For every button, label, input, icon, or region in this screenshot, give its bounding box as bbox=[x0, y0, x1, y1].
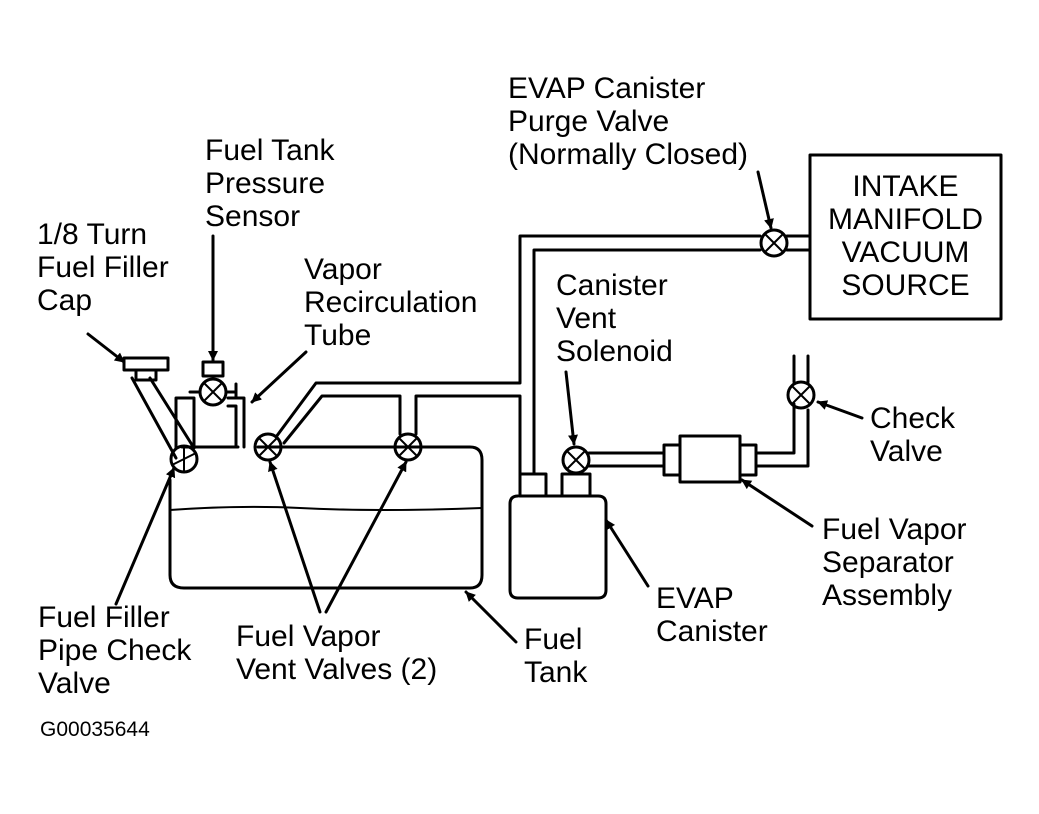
vent-valve-2 bbox=[395, 434, 421, 460]
label-fuel-vapor-separator: Fuel Vapor Separator Assembly bbox=[822, 513, 967, 612]
vapor-recirc-tube bbox=[176, 384, 244, 448]
arrow-vent-valve-1 bbox=[268, 462, 320, 612]
vent-valve-1 bbox=[255, 434, 281, 460]
label-fuel-vapor-vent-valves: Fuel Vapor Vent Valves (2) bbox=[236, 620, 438, 686]
separator-body bbox=[680, 436, 740, 482]
separator-flange-left bbox=[664, 445, 680, 475]
label-canister-vent-solenoid: Canister Vent Solenoid bbox=[556, 269, 673, 368]
vapor-line-inner bbox=[284, 250, 760, 474]
arrow-purge-valve bbox=[758, 172, 774, 228]
purge-valve-x bbox=[765, 234, 783, 252]
label-check-valve: Check Valve bbox=[870, 402, 956, 468]
figure-id: G00035644 bbox=[40, 718, 150, 741]
pressure-sensor-valve-x bbox=[204, 383, 222, 401]
pressure-sensor-body bbox=[203, 362, 223, 376]
label-fuel-tank: Fuel Tank bbox=[524, 623, 588, 689]
canister-vent-solenoid-x bbox=[567, 451, 585, 469]
arrow-evap-canister bbox=[606, 520, 648, 586]
arrow-vent-solenoid bbox=[566, 372, 578, 444]
purge-valve bbox=[761, 230, 787, 256]
vapor-line-outer bbox=[276, 236, 760, 437]
canister-port-right bbox=[562, 474, 590, 496]
label-evap-canister: EVAP Canister bbox=[656, 582, 768, 648]
fuel-level-line bbox=[170, 507, 482, 510]
arrow-vent-valve-2 bbox=[326, 462, 406, 612]
filler-check-valve-mark bbox=[172, 447, 196, 471]
arrow-separator bbox=[742, 480, 812, 526]
label-fuel-tank-pressure-sensor: Fuel Tank Pressure Sensor bbox=[205, 134, 335, 233]
label-filler-cap: 1/8 Turn Fuel Filler Cap bbox=[37, 218, 169, 317]
label-filler-pipe-check-valve: Fuel Filler Pipe Check Valve bbox=[38, 601, 192, 700]
evap-canister-body bbox=[510, 496, 606, 598]
label-evap-purge-valve: EVAP Canister Purge Valve (Normally Clos… bbox=[508, 72, 749, 171]
separator-to-check bbox=[756, 404, 808, 466]
filler-neck bbox=[132, 378, 194, 458]
separator-flange-right bbox=[740, 445, 756, 475]
vent-valve-1-x bbox=[259, 438, 277, 456]
arrow-check-valve bbox=[818, 400, 862, 418]
canister-port-left bbox=[520, 474, 546, 496]
filler-cap bbox=[124, 358, 168, 370]
check-valve-inlet bbox=[794, 356, 808, 382]
label-vapor-recirc-tube: Vapor Recirculation Tube bbox=[304, 253, 478, 352]
check-valve bbox=[788, 382, 814, 408]
solenoid-to-separator bbox=[589, 453, 664, 466]
arrow-filler-cap bbox=[88, 334, 124, 362]
label-intake-manifold: INTAKE MANIFOLD VACUUM SOURCE bbox=[827, 170, 983, 302]
fuel-tank-body bbox=[170, 447, 482, 588]
arrow-fuel-tank bbox=[466, 592, 516, 642]
check-valve-x bbox=[792, 386, 810, 404]
filler-cap-base bbox=[136, 370, 156, 380]
purge-to-manifold bbox=[787, 236, 810, 250]
vent-valve-2-x bbox=[399, 438, 417, 456]
arrow-vapor-recirc bbox=[252, 352, 306, 402]
arrow-filler-check bbox=[116, 468, 174, 604]
